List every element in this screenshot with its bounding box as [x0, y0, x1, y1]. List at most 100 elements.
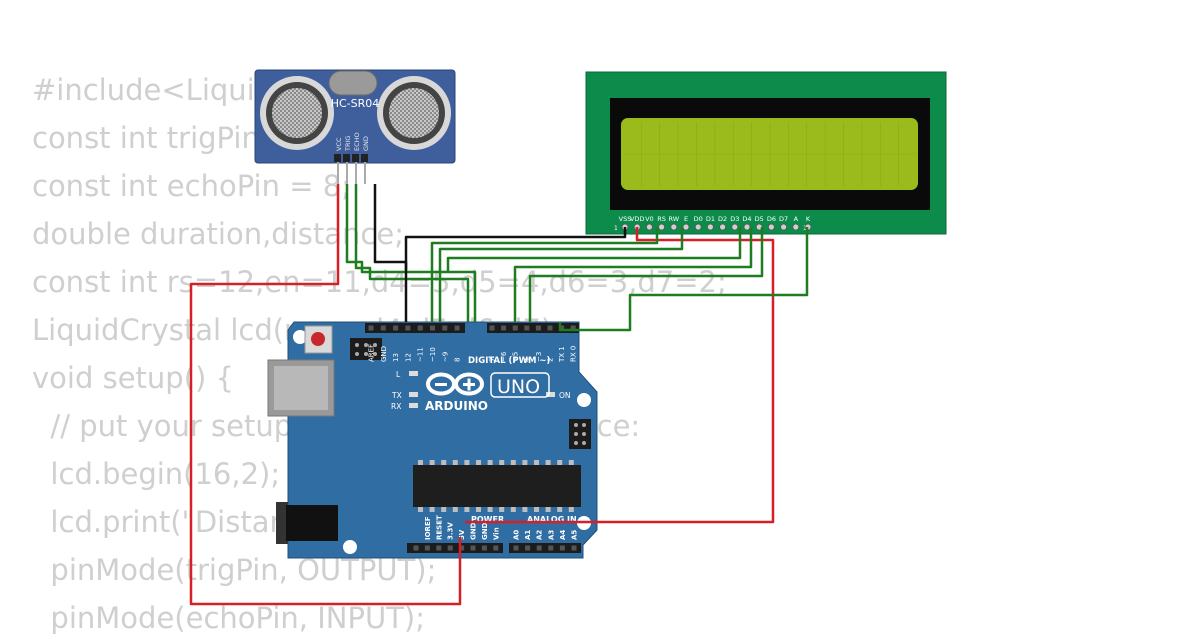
analog-pin-hole[interactable] — [536, 545, 542, 551]
lcd-pin-hole[interactable] — [707, 223, 714, 231]
lcd-pin-label: D2 — [718, 215, 727, 223]
power-pin-label: IOREF — [424, 516, 432, 540]
reset-button[interactable] — [304, 325, 333, 354]
lcd-pin-label: RS — [657, 215, 666, 223]
code-line: void setup() { — [32, 361, 234, 395]
digital-pin-hole[interactable] — [570, 325, 576, 331]
lcd-pin-hole[interactable] — [694, 223, 702, 231]
led-l-label: L — [396, 370, 401, 379]
lcd-pin-hole[interactable] — [731, 223, 739, 231]
digital-pin-hole[interactable] — [442, 325, 448, 331]
lcd-pin-hole[interactable] — [670, 223, 678, 231]
digital-header-right — [487, 323, 579, 333]
digital-pin-label: ~10 — [429, 347, 437, 362]
lcd-pin-hole[interactable] — [768, 223, 775, 231]
sensor-pin-label: VCC — [335, 137, 343, 151]
digital-pin-hole[interactable] — [454, 325, 460, 331]
digital-pin-hole[interactable] — [501, 325, 507, 331]
lcd-pin-hole[interactable] — [719, 223, 726, 231]
lcd-pin-label: D5 — [755, 215, 764, 223]
power-pin-hole[interactable] — [493, 545, 499, 551]
lcd-pin-hole[interactable] — [743, 223, 751, 231]
analog-pin-label: A0 — [513, 530, 521, 540]
code-line: double duration,distance; — [32, 217, 404, 251]
arduino-logo-icon — [426, 372, 484, 396]
code-line: lcd.begin(16,2); — [32, 457, 281, 491]
lcd-pin-label: D4 — [742, 215, 751, 223]
transducer-right — [377, 76, 451, 150]
digital-pin-hole[interactable] — [393, 325, 399, 331]
analog-pin-label: A2 — [536, 530, 544, 540]
digital-pin-hole[interactable] — [417, 325, 423, 331]
analog-pin-hole[interactable] — [559, 545, 565, 551]
power-pin-hole[interactable] — [470, 545, 476, 551]
digital-pin-label: TX 1 — [558, 346, 566, 363]
digital-pin-label: ~6 — [500, 351, 508, 362]
lcd-pin-label: RW — [668, 215, 679, 223]
uno-badge — [490, 372, 550, 398]
digital-pin-holes[interactable] — [368, 325, 576, 331]
analog-pin-hole[interactable] — [571, 545, 577, 551]
analog-pin-hole[interactable] — [548, 545, 554, 551]
icsp-header-right — [569, 419, 591, 449]
lcd-pin-label: A — [794, 215, 799, 223]
power-pin-hole[interactable] — [413, 545, 419, 551]
lcd-pin-label: VSS — [619, 215, 632, 223]
mounting-hole — [293, 330, 307, 344]
sensor-pin-label: GND — [362, 136, 370, 151]
power-pin-hole[interactable] — [447, 545, 453, 551]
power-pin-label: GND — [481, 522, 489, 540]
arduino-brand-label: ARDUINO — [425, 399, 488, 413]
sensor-pin-header[interactable] — [334, 154, 368, 184]
wire-sensor-echo — [354, 184, 470, 322]
lcd-pin-hole[interactable] — [658, 223, 665, 231]
wire-lcd-vss — [404, 227, 627, 270]
wire-lcd-vdd — [465, 227, 775, 524]
digital-pin-hole[interactable] — [524, 325, 530, 331]
transducer-left — [260, 76, 334, 150]
digital-pin-hole[interactable] — [559, 325, 565, 331]
mounting-hole — [343, 540, 357, 554]
digital-pin-hole[interactable] — [380, 325, 386, 331]
power-pin-hole[interactable] — [459, 545, 465, 551]
digital-pin-label: AREF — [368, 344, 376, 362]
lcd-pin-hole[interactable] — [780, 223, 787, 231]
code-line: const int echoPin = 8; — [32, 169, 351, 203]
led-on-label: ON — [559, 391, 571, 400]
analog-pin-hole[interactable] — [525, 545, 531, 551]
power-pin-label: Vin — [492, 527, 500, 540]
power-pin-hole[interactable] — [436, 545, 442, 551]
digital-pin-hole[interactable] — [368, 325, 374, 331]
lcd-pin-hole[interactable] — [646, 223, 653, 231]
power-jack — [276, 502, 338, 544]
lcd-pin-label: D1 — [706, 215, 715, 223]
digital-pin-hole[interactable] — [535, 325, 541, 331]
status-leds — [409, 371, 555, 408]
analog-header — [509, 543, 581, 553]
lcd-pin-hole[interactable] — [792, 223, 800, 231]
digital-header-left — [365, 323, 465, 333]
digital-pin-label: 8 — [454, 358, 462, 362]
power-header-label: POWER — [471, 515, 504, 524]
digital-pin-label: ~11 — [417, 347, 425, 362]
lcd-pin-hole[interactable] — [682, 223, 690, 231]
digital-pin-hole[interactable] — [547, 325, 553, 331]
digital-header-label: DIGITAL (PWM ~) — [468, 356, 550, 366]
digital-pin-hole[interactable] — [512, 325, 518, 331]
digital-pin-hole[interactable] — [430, 325, 435, 331]
power-analog-pin-holes[interactable] — [413, 545, 577, 551]
power-pin-hole[interactable] — [424, 545, 430, 551]
digital-pin-hole[interactable] — [405, 325, 411, 331]
digital-pin-hole[interactable] — [489, 325, 495, 331]
uno-model-label: UNO — [497, 376, 540, 398]
code-line: pinMode(echoPin, INPUT); — [32, 601, 426, 635]
power-pin-hole[interactable] — [481, 545, 487, 551]
power-pin-label: 3.3V — [447, 522, 455, 540]
ultrasonic-sensor: HC-SR04 VCC TRIG ECHO GND — [254, 69, 456, 184]
code-line: const int rs=12,en=11,d4=5,d5=4,d6=3,d7=… — [32, 265, 727, 299]
icsp-header — [350, 338, 382, 360]
analog-pin-hole[interactable] — [513, 545, 519, 551]
